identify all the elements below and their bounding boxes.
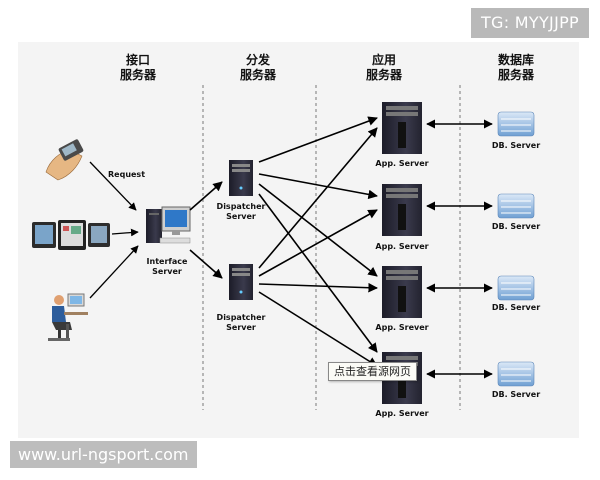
- label-line: Interface: [146, 257, 188, 266]
- column-title-line: 数据库: [497, 53, 534, 67]
- column-separators: [202, 85, 461, 410]
- label-line: Server: [152, 267, 182, 276]
- tower-server-icon: [229, 160, 253, 196]
- db-server-label: DB. Server: [491, 303, 541, 312]
- interface-dispatch-arrows: [189, 181, 223, 279]
- db-server-label: DB. Server: [491, 222, 541, 231]
- rack-server-icon: [382, 102, 422, 154]
- url-watermark: www.url-ngsport.com: [10, 441, 197, 468]
- column-title-line: 应用: [371, 53, 396, 67]
- request-label: Request: [108, 170, 146, 179]
- column-title-app: 应用 服务器: [349, 53, 419, 83]
- label-line: Server: [226, 212, 256, 221]
- database-drum-icon: [497, 193, 535, 219]
- database-drum-icon: [497, 361, 535, 387]
- db-server-label: DB. Server: [491, 141, 541, 150]
- user-at-computer-icon: [48, 293, 88, 341]
- column-title-line: 分发: [245, 53, 270, 67]
- database-drum-icon: [497, 275, 535, 301]
- column-title-line: 服务器: [497, 68, 534, 82]
- column-title-interface: 接口 服务器: [103, 53, 173, 83]
- view-source-tooltip[interactable]: 点击查看源网页: [328, 362, 417, 381]
- computer-icon: [146, 206, 191, 244]
- tg-watermark: TG: MYYJJPP: [470, 8, 589, 38]
- column-title-dispatcher: 分发 服务器: [223, 53, 293, 83]
- column-title-line: 服务器: [365, 68, 402, 82]
- label-line: Dispatcher: [216, 202, 266, 211]
- dispatcher-server-label: Dispatcher Server: [214, 202, 268, 222]
- app-server-label: App. Server: [375, 242, 429, 251]
- app-db-arrows: [426, 119, 493, 379]
- interface-server-label: Interface Server: [143, 257, 191, 277]
- dispatcher-server-label: Dispatcher Server: [214, 313, 268, 333]
- db-server-label: DB. Server: [491, 390, 541, 399]
- column-title-db: 数据库 服务器: [481, 53, 551, 83]
- app-server-label: App. Server: [375, 159, 429, 168]
- column-title-line: 接口: [125, 53, 150, 67]
- label-line: Dispatcher: [216, 313, 266, 322]
- rack-server-icon: [382, 266, 422, 318]
- request-arrows: [89, 161, 139, 299]
- column-title-line: 服务器: [239, 68, 276, 82]
- rack-server-icon: [382, 184, 422, 236]
- pda-hand-icon: [45, 139, 84, 181]
- tablet-devices-icon: [32, 220, 110, 250]
- app-server-label: App. Server: [375, 409, 429, 418]
- database-drum-icon: [497, 111, 535, 137]
- tower-server-icon: [229, 264, 253, 300]
- column-title-line: 服务器: [119, 68, 156, 82]
- app-server-label: App. Srever: [375, 323, 429, 332]
- label-line: Server: [226, 323, 256, 332]
- dispatch-app-arrows: [258, 116, 378, 367]
